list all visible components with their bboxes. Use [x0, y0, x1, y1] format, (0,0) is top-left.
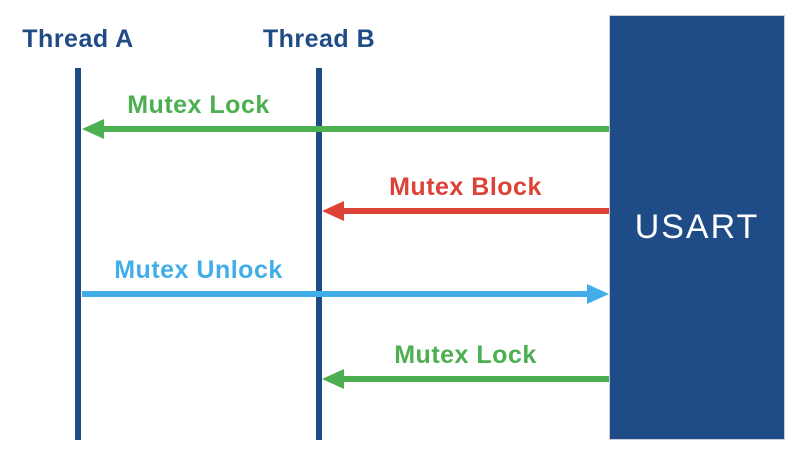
arrow-line [338, 208, 609, 214]
arrow-right-icon [587, 284, 609, 304]
arrow-left-icon [82, 119, 104, 139]
lifeline-thread-a [75, 68, 81, 440]
arrow-left-icon [322, 369, 344, 389]
message-mutex-block-usart-to-thread-b: Mutex Block [322, 161, 609, 231]
lifeline-thread-b [316, 68, 322, 440]
message-mutex-lock-usart-to-thread-b: Mutex Lock [322, 329, 609, 399]
message-label: Mutex Lock [394, 341, 537, 369]
arrow-line [82, 291, 593, 297]
arrow-line [98, 126, 609, 132]
message-label: Mutex Lock [127, 91, 270, 119]
usart-label: USART [634, 208, 760, 246]
arrow-left-icon [322, 201, 344, 221]
arrow-line [338, 376, 609, 382]
message-label: Mutex Unlock [114, 256, 283, 284]
usart-box: USART [609, 15, 785, 440]
lifeline-title-thread-a: Thread A [22, 25, 134, 53]
lifeline-title-thread-b: Thread B [262, 25, 376, 53]
message-mutex-unlock-thread-a-to-usart: Mutex Unlock [82, 244, 609, 314]
message-mutex-lock-usart-to-thread-a: Mutex Lock [82, 79, 609, 149]
message-label: Mutex Block [389, 173, 542, 201]
